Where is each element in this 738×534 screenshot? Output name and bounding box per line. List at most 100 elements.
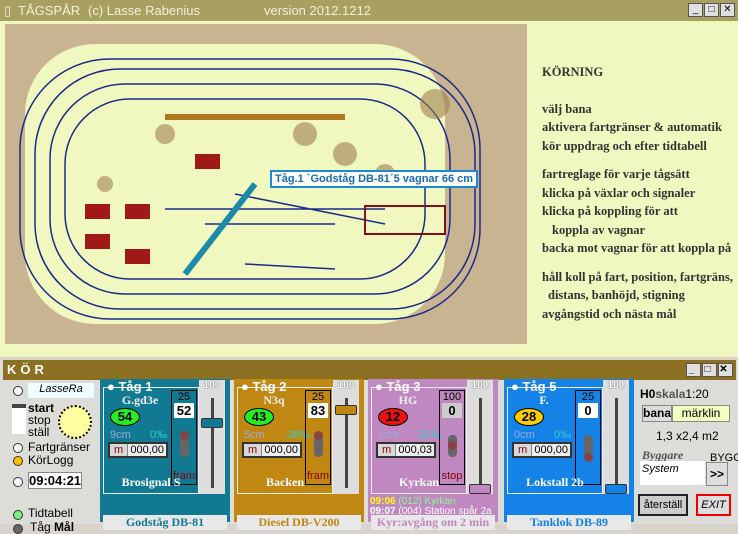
byggare-value: System <box>640 461 705 485</box>
train-title-text: Tåg 2 <box>252 379 287 394</box>
start-stop-switch[interactable] <box>12 404 26 434</box>
tidtabell-label: Tidtabell <box>28 506 73 520</box>
throttle-slider[interactable]: 100 <box>467 380 493 494</box>
maximize-button[interactable]: □ <box>704 3 719 17</box>
throttle-slider[interactable]: 100 <box>333 380 359 494</box>
scale-label: skala <box>655 387 686 401</box>
korlogg-label: KörLogg <box>28 453 74 467</box>
throttle-max: 100 <box>337 380 355 391</box>
train-title[interactable]: ● Tåg 5 <box>511 379 557 394</box>
reverser-lever[interactable] <box>180 435 189 457</box>
current-speed: 0 <box>442 403 462 418</box>
scale: H0skala1:20 <box>640 387 709 401</box>
throttle-thumb[interactable] <box>201 418 223 428</box>
direction-control[interactable]: 25 83 fram <box>305 390 331 485</box>
train-frame <box>103 387 199 494</box>
mal-label: Mål <box>54 520 75 534</box>
version: version 2012.1212 <box>264 3 371 18</box>
help-line: klicka på koppling för att <box>542 204 678 218</box>
track-diagram[interactable] <box>5 24 527 344</box>
help-line: distans, banhöjd, stigning <box>548 288 685 302</box>
schedule-entry: 09:06 (012) Kyrkan <box>370 496 456 507</box>
train-frame <box>237 387 333 494</box>
throttle-max: 100 <box>203 380 221 391</box>
direction-label: fram <box>173 470 195 482</box>
train-callout: Tåg.1 `Godståg DB-81´5 vagnar 66 cm <box>270 170 479 188</box>
speed-indicator: 28 <box>514 408 544 426</box>
schedule-text: (012) Kyrkan <box>398 496 456 507</box>
train-1[interactable] <box>182 182 258 276</box>
exit-button[interactable]: EXIT <box>696 494 731 516</box>
schedule-entry: 09:07 (004) Station spår 2a <box>370 506 492 517</box>
stall-label[interactable]: ställ <box>28 425 50 439</box>
korlogg-radio[interactable] <box>13 456 23 466</box>
help-heading: KÖRNING <box>542 65 604 79</box>
throttle-slider[interactable]: 100 <box>603 380 629 494</box>
direction-control[interactable]: 100 0 stop <box>439 390 465 485</box>
settings-column: H0skala1:20 bana märklin 1,3 x2,4 m2 Byg… <box>636 380 738 524</box>
throttle-max: 100 <box>607 380 625 391</box>
bygg-button[interactable]: >> <box>706 462 728 486</box>
fartgranser-radio[interactable] <box>13 443 23 453</box>
train-code: F. <box>539 393 549 407</box>
gradient: 31‰ <box>418 429 442 441</box>
tracks[interactable] <box>19 58 481 320</box>
help-line: koppla av vagnar <box>552 222 646 237</box>
kor-window: KÖR _□✕ LasseRa start stop ställ Fartgrä… <box>0 360 738 534</box>
throttle-thumb[interactable] <box>605 484 627 494</box>
reverser-knob-icon <box>448 441 457 450</box>
bana-button[interactable]: bana <box>642 405 672 422</box>
minimize-button[interactable]: _ <box>688 3 703 17</box>
fartgranser-label: Fartgränser <box>28 440 91 454</box>
help-line: välj bana <box>542 101 592 116</box>
app-titlebar: ▯ TÅGSPÅR (c) Lasse Rabenius version 201… <box>0 0 738 21</box>
speed-limit: 25 <box>581 391 595 403</box>
kor-minimize-button[interactable]: _ <box>686 363 701 377</box>
throttle-thumb[interactable] <box>469 484 491 494</box>
reverser-knob-icon <box>314 431 323 440</box>
distance: 5cm <box>244 429 265 441</box>
start-label[interactable]: start <box>28 401 55 415</box>
train-title[interactable]: ● Tåg 1 <box>107 379 153 394</box>
tag-mal-label: Tåg Mål <box>30 520 74 534</box>
speed-limit: 25 <box>177 391 191 403</box>
tidtabell-radio[interactable] <box>13 510 23 520</box>
train-title-text: Tåg 3 <box>386 379 421 394</box>
reset-button[interactable]: återställ <box>638 494 688 516</box>
throttle-thumb[interactable] <box>335 404 357 415</box>
help-text: KÖRNING välj bana aktivera fartgränser &… <box>542 63 733 323</box>
bana-value[interactable]: märklin <box>672 405 730 422</box>
kor-close-button[interactable]: ✕ <box>718 363 733 377</box>
distance: 9cm <box>110 429 131 441</box>
clock-radio[interactable] <box>13 477 23 487</box>
train-title[interactable]: ● Tåg 2 <box>241 379 287 394</box>
direction-control[interactable]: 25 0 <box>575 390 601 485</box>
scale-value: 1:20 <box>685 387 709 401</box>
throttle-slider[interactable]: 100 <box>199 380 225 494</box>
direction-label: stop <box>441 470 463 482</box>
gradient: -38‰ <box>284 429 311 441</box>
direction-control[interactable]: 25 52 fram <box>171 390 197 485</box>
schedule-time: 09:07 <box>370 506 396 517</box>
byggare-label: Byggare <box>642 448 684 462</box>
close-button[interactable]: ✕ <box>720 3 735 17</box>
tag-label: Tåg <box>30 520 51 534</box>
train-title[interactable]: ● Tåg 3 <box>375 379 421 394</box>
kor-maximize-button[interactable]: □ <box>702 363 717 377</box>
clock-time: 09:04:21 <box>28 472 82 489</box>
help-line: kör uppdrag och efter tidtabell <box>542 138 707 153</box>
gradient: 0‰ <box>554 429 572 441</box>
reverser-lever[interactable] <box>584 435 593 457</box>
schedule-time: 09:06 <box>370 496 396 507</box>
user-radio[interactable] <box>13 386 23 396</box>
platform <box>165 114 345 120</box>
track-layout[interactable]: Tåg.1 `Godståg DB-81´5 vagnar 66 cm <box>5 24 527 344</box>
train-title-text: Tåg 1 <box>118 379 153 394</box>
stop-label[interactable]: stop <box>28 413 51 427</box>
tag-mal-radio[interactable] <box>13 524 23 534</box>
reverser-lever[interactable] <box>314 435 323 457</box>
distance: 0cm <box>514 429 535 441</box>
